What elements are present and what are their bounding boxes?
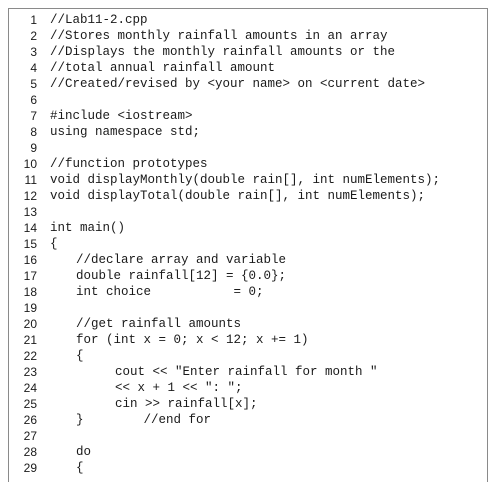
line-number: 19 <box>23 301 37 315</box>
line-text: //Lab11-2.cpp <box>50 13 148 27</box>
line-number: 27 <box>23 429 37 443</box>
line-number: 28 <box>23 445 37 459</box>
code-line: 15 { <box>9 236 487 252</box>
code-line: 29 { <box>9 460 487 476</box>
code-line: 10 //function prototypes <box>9 156 487 172</box>
code-line: 9 <box>9 140 487 156</box>
code-line: 28 do <box>9 444 487 460</box>
line-text: #include <iostream> <box>50 109 193 123</box>
code-line: 5 //Created/revised by <your name> on <cu… <box>9 76 487 92</box>
code-listing: 1 //Lab11-2.cpp 2 //Stores monthly rainfall… <box>8 8 488 482</box>
line-number: 26 <box>23 413 37 427</box>
line-text: //Created/revised by <your name> on <cur… <box>50 77 426 91</box>
line-number: 23 <box>23 365 37 379</box>
line-number: 6 <box>30 93 37 107</box>
line-number: 2 <box>30 29 37 43</box>
code-line: 4 //total annual rainfall amount <box>9 60 487 76</box>
line-text: double rainfall[12] = {0.0}; <box>76 269 287 283</box>
line-text: //Displays the monthly rainfall amounts … <box>50 45 396 59</box>
line-text: //declare array and variable <box>76 253 287 267</box>
line-number: 7 <box>30 109 37 123</box>
line-text: using namespace std; <box>50 125 201 139</box>
line-number: 5 <box>30 77 37 91</box>
line-text: do <box>76 445 92 459</box>
line-text: //function prototypes <box>50 157 208 171</box>
code-line: 2 //Stores monthly rainfall amounts in an… <box>9 28 487 44</box>
line-number: 25 <box>23 397 37 411</box>
line-number: 16 <box>23 253 37 267</box>
line-text: cout << "Enter rainfall for month " <box>115 365 378 379</box>
code-line: 16 //declare array and variable <box>9 252 487 268</box>
line-text: } //end for <box>76 413 212 427</box>
line-text: for (int x = 0; x < 12; x += 1) <box>76 333 309 347</box>
line-number: 29 <box>23 461 37 475</box>
code-line: 6 <box>9 92 487 108</box>
line-number: 21 <box>23 333 37 347</box>
line-number: 1 <box>30 13 37 27</box>
line-number: 17 <box>23 269 37 283</box>
line-text: int main() <box>50 221 126 235</box>
code-line: 14 int main() <box>9 220 487 236</box>
code-line: 18 int choice = 0; <box>9 284 487 300</box>
line-text: { <box>50 237 58 251</box>
code-line: 17 double rainfall[12] = {0.0}; <box>9 268 487 284</box>
code-line: 8 using namespace std; <box>9 124 487 140</box>
line-number: 10 <box>23 157 37 171</box>
line-number: 18 <box>23 285 37 299</box>
line-text: << x + 1 << ": "; <box>115 381 243 395</box>
code-line: 20 //get rainfall amounts <box>9 316 487 332</box>
code-line: 27 <box>9 428 487 444</box>
line-number: 22 <box>23 349 37 363</box>
line-number: 9 <box>30 141 37 155</box>
code-line: 19 <box>9 300 487 316</box>
line-number: 3 <box>30 45 37 59</box>
line-number: 14 <box>23 221 37 235</box>
code-line: 11 void displayMonthly(double rain[], int… <box>9 172 487 188</box>
line-text: //total annual rainfall amount <box>50 61 276 75</box>
line-number: 13 <box>23 205 37 219</box>
code-line: 22 { <box>9 348 487 364</box>
line-number: 12 <box>23 189 37 203</box>
code-line: 23 cout << "Enter rainfall for month " <box>9 364 487 380</box>
code-line: 13 <box>9 204 487 220</box>
line-number: 4 <box>30 61 37 75</box>
line-text: { <box>76 461 84 475</box>
code-line: 25 cin >> rainfall[x]; <box>9 396 487 412</box>
code-line: 12 void displayTotal(double rain[], int n… <box>9 188 487 204</box>
line-number: 24 <box>23 381 37 395</box>
line-number: 11 <box>24 173 37 187</box>
code-line: 21 for (int x = 0; x < 12; x += 1) <box>9 332 487 348</box>
line-number: 20 <box>23 317 37 331</box>
code-line: 24 << x + 1 << ": "; <box>9 380 487 396</box>
code-line: 26 } //end for <box>9 412 487 428</box>
line-text: int choice = 0; <box>76 285 264 299</box>
line-text: void displayMonthly(double rain[], int n… <box>50 173 441 187</box>
line-text: void displayTotal(double rain[], int num… <box>50 189 426 203</box>
code-line: 7 #include <iostream> <box>9 108 487 124</box>
code-line: 1 //Lab11-2.cpp <box>9 12 487 28</box>
line-number: 15 <box>23 237 37 251</box>
line-number: 8 <box>30 125 37 139</box>
line-text: //get rainfall amounts <box>76 317 242 331</box>
line-text: //Stores monthly rainfall amounts in an … <box>50 29 388 43</box>
line-text: cin >> rainfall[x]; <box>115 397 258 411</box>
line-text: { <box>76 349 84 363</box>
code-line: 3 //Displays the monthly rainfall amounts… <box>9 44 487 60</box>
